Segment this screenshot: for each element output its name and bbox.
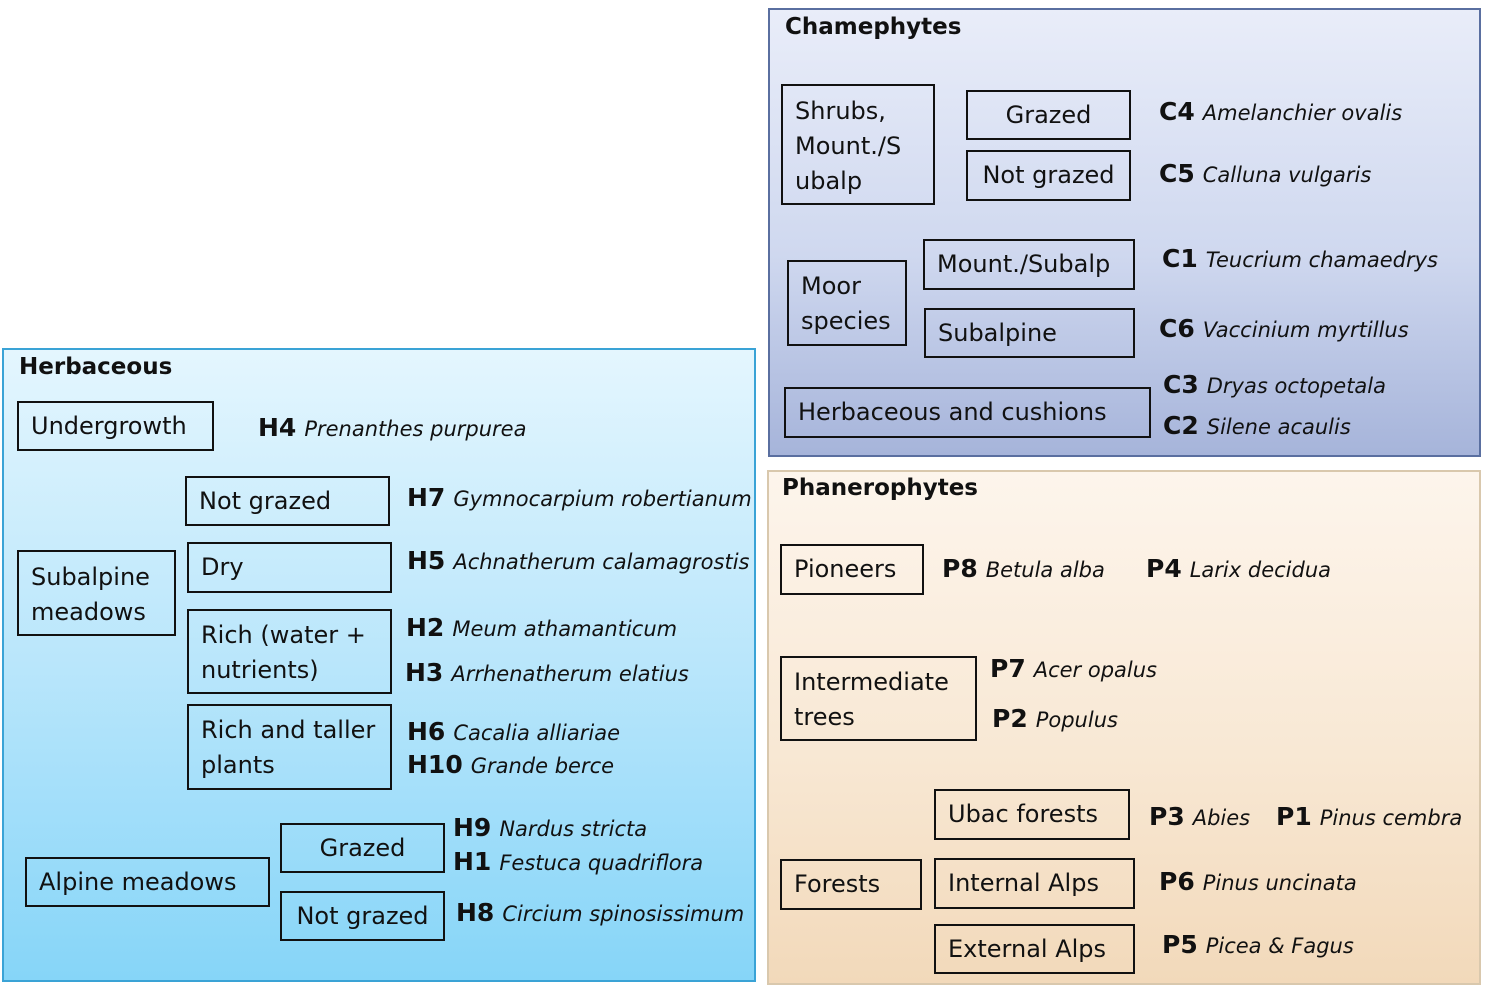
subalpine-meadows-line-1: Subalpine: [31, 563, 150, 591]
ubac-forests-box: Ubac forests: [934, 789, 1130, 840]
chamephytes-panel: [768, 8, 1481, 457]
mount-subalp-box: Mount./Subalp: [923, 239, 1135, 290]
intermediate-trees-box: Intermediate trees: [780, 656, 977, 741]
shrubs-line-3: ubalp: [795, 167, 863, 195]
shrubs-line-2: Mount./S: [795, 132, 902, 160]
rich-taller-line-2: plants: [201, 751, 275, 779]
herbaceous-panel: [2, 348, 756, 982]
alpine-not-grazed-box: Not grazed: [280, 891, 445, 941]
dry-box: Dry: [187, 542, 392, 593]
alpine-grazed-box: Grazed: [280, 823, 445, 873]
rich-water-box: Rich (water + nutrients): [187, 609, 392, 694]
intermediate-line-1: Intermediate: [794, 668, 949, 696]
rich-taller-line-1: Rich and taller: [201, 716, 376, 744]
undergrowth-box: Undergrowth: [17, 401, 214, 451]
herbaceous-title: Herbaceous: [19, 354, 173, 380]
alpine-meadows-box: Alpine meadows: [25, 857, 270, 907]
subalpine-meadows-box: Subalpine meadows: [17, 550, 176, 636]
rich-taller-box: Rich and taller plants: [187, 704, 392, 790]
herb-not-grazed-box: Not grazed: [185, 476, 390, 526]
moor-line-2: species: [801, 307, 891, 335]
internal-alps-box: Internal Alps: [934, 858, 1135, 909]
pioneers-box: Pioneers: [780, 544, 924, 595]
subalpine-meadows-line-2: meadows: [31, 598, 146, 626]
shrubs-line-1: Shrubs,: [795, 97, 886, 125]
rich-water-line-1: Rich (water +: [201, 621, 366, 649]
forests-box: Forests: [780, 859, 922, 910]
moor-species-box: Moor species: [787, 260, 907, 346]
shrubs-box: Shrubs, Mount./S ubalp: [781, 84, 935, 205]
intermediate-line-2: trees: [794, 703, 855, 731]
chamephytes-title: Chamephytes: [785, 14, 962, 40]
phanerophytes-title: Phanerophytes: [782, 475, 978, 501]
external-alps-box: External Alps: [934, 924, 1135, 974]
cham-not-grazed-box: Not grazed: [966, 150, 1131, 201]
cham-grazed-box: Grazed: [966, 90, 1131, 140]
moor-line-1: Moor: [801, 272, 861, 300]
phanerophytes-panel: [767, 470, 1481, 985]
rich-water-line-2: nutrients): [201, 656, 319, 684]
subalpine-box: Subalpine: [924, 308, 1135, 358]
herbaceous-cushions-box: Herbaceous and cushions: [784, 387, 1151, 438]
